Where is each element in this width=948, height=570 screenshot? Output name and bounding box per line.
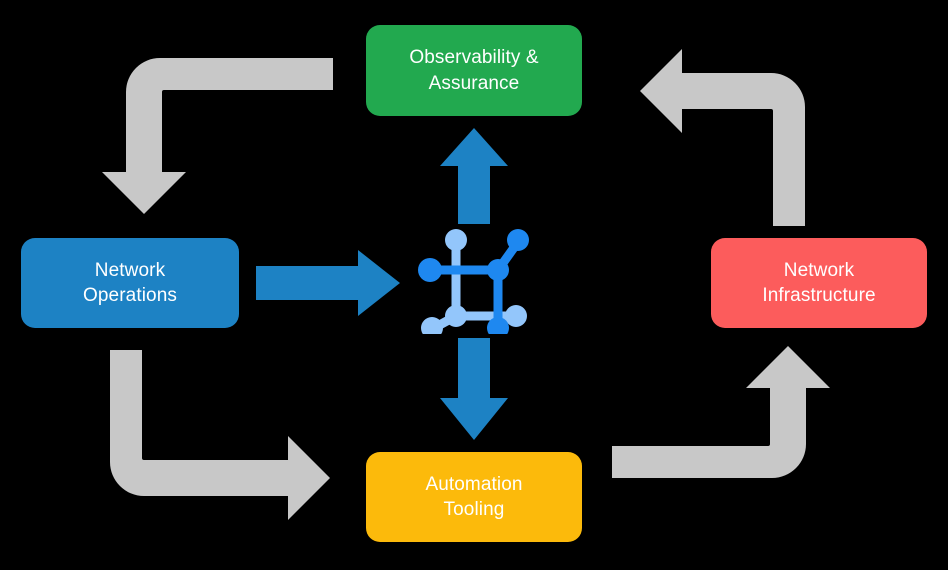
blue-arrow-center-to-automation xyxy=(440,338,508,440)
blue-arrow-center-to-observability xyxy=(440,128,508,224)
network-icon-bright-nodes xyxy=(418,229,529,334)
gray-arrow-infrastructure-to-observability xyxy=(640,49,805,226)
gray-arrow-operations-to-automation xyxy=(110,350,330,520)
gray-arrow-observability-to-operations xyxy=(102,58,333,214)
node-box-observability-assurance[interactable]: Observability & Assurance xyxy=(366,25,582,116)
node-box-automation-tooling[interactable]: Automation Tooling xyxy=(366,452,582,542)
blue-arrow-operations-to-center xyxy=(256,250,400,316)
node-box-network-operations[interactable]: Network Operations xyxy=(21,238,239,328)
network-icon-light-nodes xyxy=(421,229,527,334)
network-topology-icon xyxy=(418,229,529,334)
node-box-network-infrastructure[interactable]: Network Infrastructure xyxy=(711,238,927,328)
gray-arrow-automation-to-infrastructure xyxy=(612,346,830,478)
